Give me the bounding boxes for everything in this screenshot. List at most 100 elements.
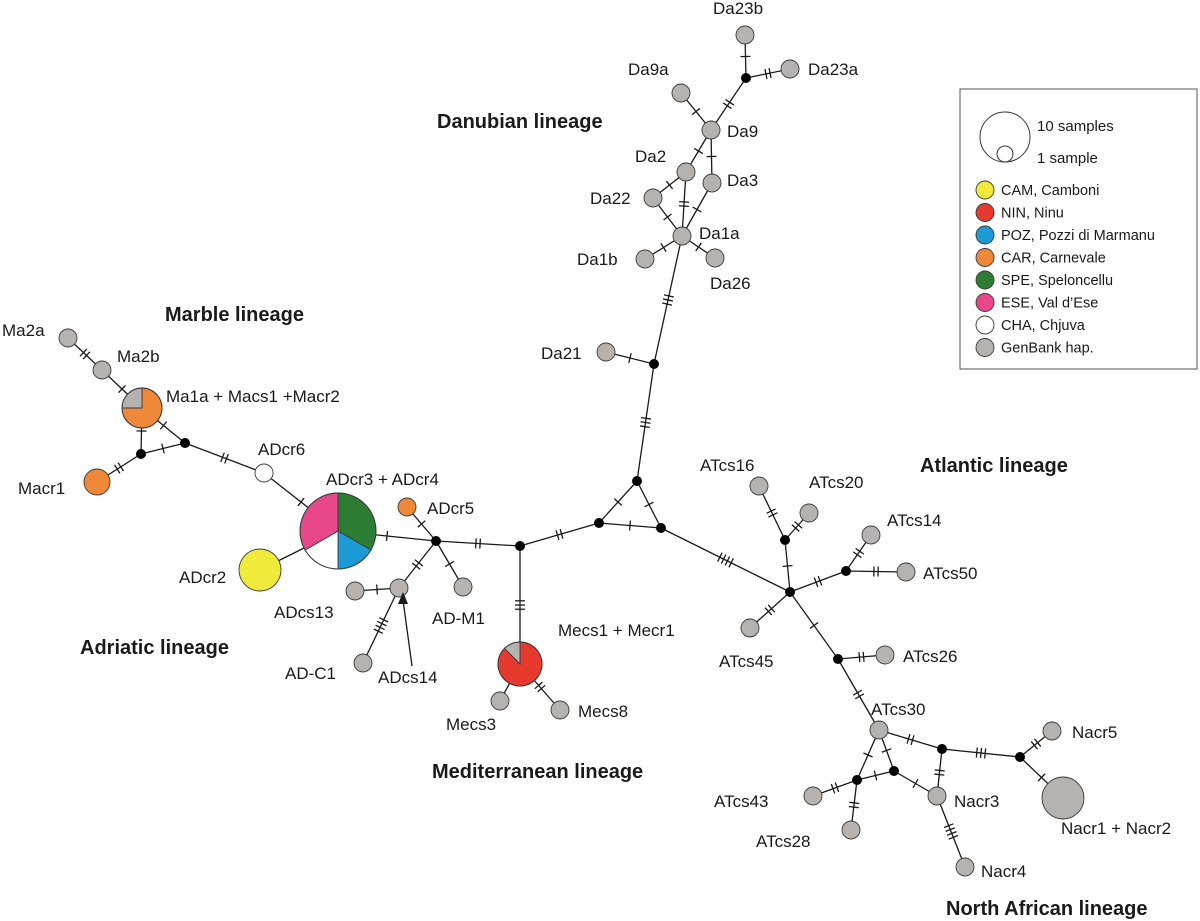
edge-m13-ATcs30 [837, 658, 880, 731]
mutation-tick [1037, 773, 1046, 782]
mutation-tick [984, 748, 987, 759]
haplotype-label-ATcs30: ATcs30 [871, 700, 926, 719]
legend-swatch-SPE [975, 270, 995, 290]
mutation-tick [906, 733, 911, 744]
median-vector [852, 775, 862, 785]
median-vector [180, 438, 190, 448]
mutation-tick [117, 462, 125, 472]
haplotype-ADcr3 [299, 492, 377, 570]
mutation-tick [693, 147, 704, 155]
mutation-tick [717, 552, 723, 562]
mutation-tick [378, 617, 389, 623]
haplotype-Macr1 [83, 468, 111, 496]
legend-swatch-GB [975, 338, 995, 357]
mutation-tick [640, 421, 651, 424]
edge-m4-m6 [519, 522, 600, 547]
mutation-tick [863, 752, 873, 758]
edge-Nacr3-Nacr4 [936, 795, 966, 868]
mutation-tick [975, 747, 978, 758]
haplotype-label-Da1a: Da1a [699, 224, 740, 243]
mutation-tick [159, 421, 168, 430]
median-vector [431, 536, 441, 546]
haplotype-Da23a [780, 59, 800, 79]
haplotype-ATcs20 [799, 503, 819, 523]
mutation-tick [720, 554, 727, 564]
haplotype-Mecs3 [490, 691, 510, 711]
mutation-tick [534, 681, 543, 690]
haplotype-label-ATcs50: ATcs50 [923, 564, 978, 583]
mutation-tick [662, 298, 674, 302]
median-vector [780, 535, 790, 545]
median-vector [594, 518, 604, 528]
haplotype-label-ADcr2: ADcr2 [179, 568, 226, 587]
legend-label-POZ: POZ, Pozzi di Marmanu [1001, 228, 1155, 244]
haplotype-ATcs26 [875, 645, 895, 665]
haplotype-Da26-fill [705, 248, 725, 268]
haplotype-ATcs50 [896, 562, 916, 582]
mutation-tick [768, 68, 772, 79]
haplotype-Da23a-fill [780, 59, 800, 79]
haplotype-label-Mecs1: Mecs1 + Mecr1 [558, 621, 675, 640]
haplotype-Da1a [672, 226, 692, 246]
legend-label-SPE: SPE, Speloncellu [1001, 273, 1113, 289]
mutation-tick [679, 200, 690, 203]
mutation-tick [555, 530, 560, 541]
haplotype-Da23b-fill [735, 25, 755, 45]
mutation-tick [852, 689, 863, 696]
mutation-tick [537, 684, 546, 693]
haplotype-ATcs50-fill [896, 562, 916, 582]
mutation-tick [946, 831, 957, 836]
mutation-tick [692, 206, 702, 213]
haplotype-Da3 [702, 173, 722, 193]
haplotype-ADcs14-fill [389, 578, 409, 598]
haplotype-label-Da21: Da21 [541, 344, 582, 363]
haplotype-ATcs43-fill [803, 786, 823, 806]
mutation-tick [444, 560, 455, 568]
mutation-tick [830, 783, 836, 794]
legend-swatch-ESE [975, 293, 995, 312]
haplotype-ADcr5 [397, 497, 417, 517]
haplotype-label-ATcs14: ATcs14 [887, 511, 942, 530]
median-vector [889, 766, 899, 776]
legend-swatch-CAR [975, 248, 995, 267]
haplotype-label-ATcs16: ATcs16 [700, 456, 755, 475]
haplotype-Da9a [671, 83, 691, 103]
haplotype-ATcs14-fill [861, 525, 881, 545]
mutation-tick [881, 748, 892, 753]
haplotype-label-ADcs13: ADcs13 [274, 603, 334, 622]
median-vector [785, 587, 795, 597]
mutation-tick [934, 769, 945, 772]
haplotype-ATcs16-fill [749, 476, 769, 496]
lineage-danubian: Danubian lineage [437, 111, 603, 133]
legend-swatch-POZ [975, 225, 995, 245]
mutation-tick [639, 425, 650, 429]
haplotype-ATcs16 [749, 476, 769, 496]
mutation-tick [411, 562, 421, 570]
legend-label-ESE: ESE, Val d’Ese [1001, 296, 1098, 312]
median-vector [741, 73, 751, 83]
edge-m10-m12 [789, 570, 847, 593]
mutation-tick [559, 528, 564, 539]
legend-label-CHA: CHA, Chjuva [1001, 318, 1086, 334]
haplotype-label-Da2: Da2 [635, 147, 666, 166]
mutation-tick [414, 559, 424, 567]
mutation-tick [297, 497, 305, 507]
mutation-tick [373, 628, 384, 634]
mutation-tick [678, 205, 689, 208]
haplotype-AD-M1 [453, 577, 473, 597]
mutation-tick [858, 652, 861, 663]
haplotype-Da22-fill [643, 188, 663, 208]
mutation-tick [852, 551, 862, 559]
haplotype-Nacr1-fill [1041, 776, 1085, 820]
lineage-adriatic: Adriatic lineage [80, 637, 229, 659]
mutation-tick [628, 352, 632, 364]
haplotype-Da26 [705, 248, 725, 268]
haplotype-ADcr2 [238, 548, 282, 592]
haplotype-ADcr3-outline [299, 492, 377, 570]
mutation-tick [82, 351, 91, 360]
edge-m7-ADcs14 [398, 540, 437, 589]
mutation-tick [943, 823, 954, 829]
haplotype-ATcs28-fill [841, 820, 861, 840]
haplotype-label-Nacr4: Nacr4 [981, 862, 1026, 881]
haplotype-label-ADcr5: ADcr5 [427, 499, 474, 518]
